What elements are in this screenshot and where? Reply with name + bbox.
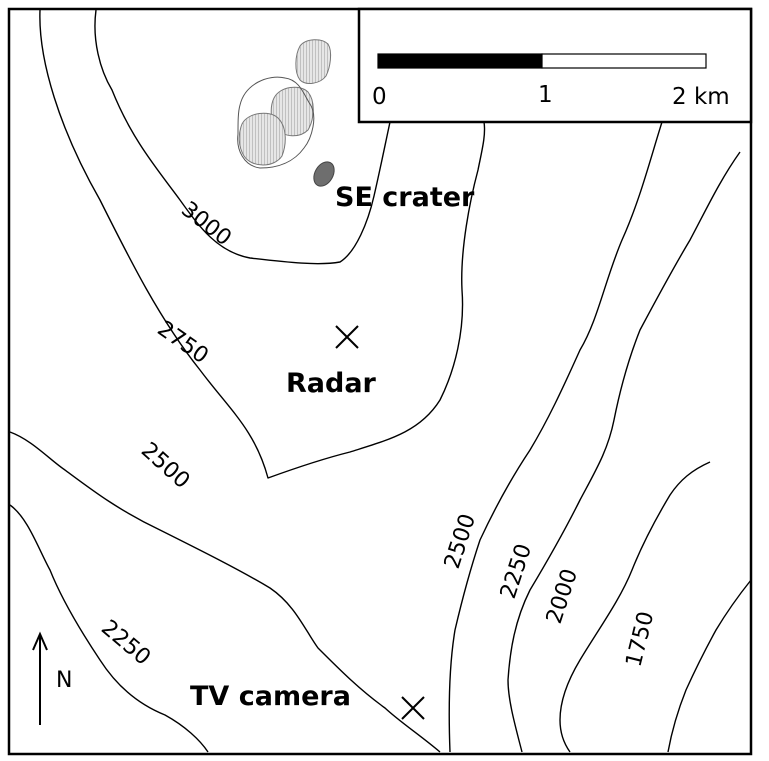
scale-segment-1-2 (541, 53, 707, 69)
vent-north (295, 39, 332, 84)
scale-label-2: 2 km (672, 84, 730, 110)
tv-camera-label: TV camera (190, 681, 351, 712)
summit-vents (237, 39, 332, 169)
contour-line-2000 (559, 461, 711, 753)
contour-line-2250-west (9, 504, 209, 753)
contour-line-2750 (39, 9, 486, 479)
vent-outline (237, 76, 315, 169)
tv-camera-marker (401, 696, 425, 720)
north-arrow: N (32, 631, 72, 725)
se-crater (313, 161, 335, 187)
radar-label: Radar (286, 368, 377, 399)
north-label: N (56, 668, 72, 693)
se-crater-label: SE crater (335, 182, 475, 213)
contour-line-2500-east (448, 121, 663, 753)
vent-west (238, 112, 286, 166)
scale-label-0: 0 (372, 84, 387, 110)
contour-line-3000 (94, 9, 391, 265)
contour-line-1750 (667, 579, 752, 753)
scale-segment-0-1 (377, 53, 543, 69)
contour-line-2500-west (9, 431, 441, 753)
scale-bar: 0 1 2 km (357, 7, 753, 124)
scale-label-1: 1 (538, 82, 553, 108)
contour-line-2250-east (507, 151, 741, 753)
radar-marker (335, 325, 359, 349)
